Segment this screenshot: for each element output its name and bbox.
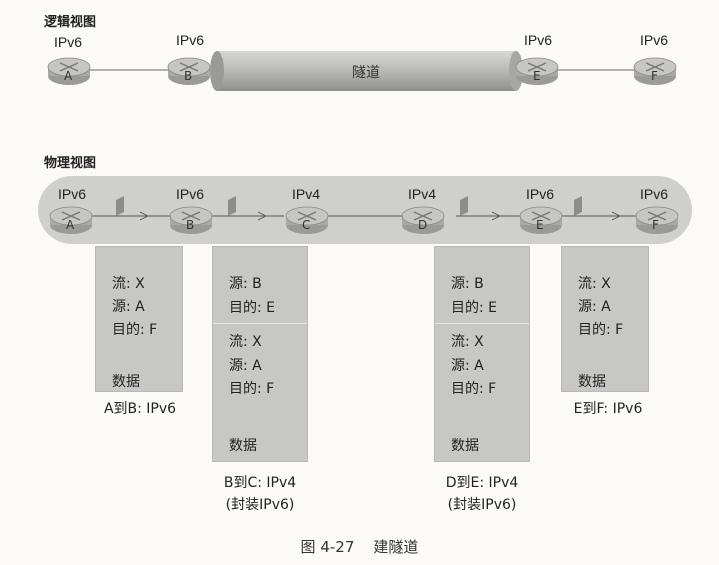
physical-links bbox=[86, 196, 636, 221]
packet-caption: E到F: IPv6 bbox=[573, 401, 643, 417]
router-icon bbox=[401, 206, 445, 234]
logical-node-f-name: F bbox=[651, 69, 658, 83]
packet-divider bbox=[213, 323, 307, 324]
physical-node-f-name: F bbox=[652, 218, 659, 232]
packet-field: 流: X bbox=[578, 276, 611, 292]
packet-field: 目的: F bbox=[112, 322, 158, 338]
logical-node-f-label: IPv6 bbox=[639, 32, 668, 48]
packet-field: 目的: E bbox=[451, 300, 498, 316]
physical-node-e-name: E bbox=[536, 218, 544, 232]
physical-node-f-label: IPv6 bbox=[639, 186, 668, 202]
packet-caption: (封装IPv6) bbox=[447, 497, 517, 513]
packet-field: 流: X bbox=[112, 276, 145, 292]
router-icon bbox=[519, 206, 563, 234]
physical-node-d-name: D bbox=[418, 218, 428, 232]
router-icon bbox=[285, 206, 329, 234]
physical-node-e-label: IPv6 bbox=[525, 186, 554, 202]
packet-caption: (封装IPv6) bbox=[225, 497, 295, 513]
router-icon bbox=[635, 206, 679, 234]
packet-caption: A到B: IPv6 bbox=[103, 401, 177, 417]
physical-node-c-name: C bbox=[302, 218, 311, 232]
physical-node-b-label: IPv6 bbox=[175, 186, 204, 202]
packet-field: 目的: E bbox=[229, 300, 276, 316]
logical-links bbox=[88, 69, 636, 71]
packet-data: 数据 bbox=[578, 374, 606, 390]
packet-data: 数据 bbox=[229, 438, 257, 454]
packet-d-to-e: 源: B 目的: E 流: X 源: A 目的: F 数据 bbox=[434, 246, 530, 462]
router-icon bbox=[167, 57, 211, 85]
router-icon bbox=[169, 206, 213, 234]
packet-field: 源: A bbox=[578, 299, 611, 315]
router-icon bbox=[633, 57, 677, 85]
logical-node-b-label: IPv6 bbox=[175, 32, 204, 48]
logical-view-title: 逻辑视图 bbox=[44, 15, 97, 30]
packet-field: 源: A bbox=[112, 299, 145, 315]
logical-node-e-name: E bbox=[533, 69, 541, 83]
physical-view-title: 物理视图 bbox=[44, 156, 97, 171]
logical-node-e-label: IPv6 bbox=[523, 32, 552, 48]
tunnel-label: 隧道 bbox=[352, 65, 380, 81]
physical-node-d-label: IPv4 bbox=[407, 186, 436, 202]
packet-field: 源: B bbox=[229, 276, 262, 292]
router-icon bbox=[49, 206, 93, 234]
physical-node-c-label: IPv4 bbox=[291, 186, 320, 202]
packet-field: 源: B bbox=[451, 276, 484, 292]
packet-a-to-b: 流: X 源: A 目的: F 数据 bbox=[95, 246, 183, 392]
packet-field: 流: X bbox=[451, 334, 484, 350]
packet-data: 数据 bbox=[451, 438, 479, 454]
logical-node-b-name: B bbox=[184, 69, 193, 83]
physical-node-a-name: A bbox=[66, 218, 75, 232]
packet-b-to-c: 源: B 目的: E 流: X 源: A 目的: F 数据 bbox=[212, 246, 308, 462]
packet-field: 源: A bbox=[451, 358, 484, 374]
packet-field: 目的: F bbox=[578, 322, 624, 338]
packet-field: 流: X bbox=[229, 334, 262, 350]
packet-data: 数据 bbox=[112, 374, 140, 390]
physical-node-a-label: IPv6 bbox=[57, 186, 86, 202]
packet-field: 目的: F bbox=[229, 381, 275, 397]
packet-divider bbox=[435, 323, 529, 324]
physical-network-band bbox=[38, 176, 692, 244]
logical-node-a-name: A bbox=[64, 69, 73, 83]
packet-caption: D到E: IPv4 bbox=[445, 475, 519, 491]
packet-field: 源: A bbox=[229, 358, 262, 374]
logical-node-a-label: IPv6 bbox=[53, 34, 82, 50]
router-icon bbox=[515, 57, 559, 85]
figure-caption: 图 4-27 建隧道 bbox=[300, 538, 419, 556]
tunnel-cylinder bbox=[210, 51, 523, 91]
router-icon bbox=[47, 57, 91, 85]
packet-field: 目的: F bbox=[451, 381, 497, 397]
packet-e-to-f: 流: X 源: A 目的: F 数据 bbox=[561, 246, 649, 392]
physical-node-b-name: B bbox=[186, 218, 195, 232]
packet-caption: B到C: IPv4 bbox=[223, 475, 297, 491]
